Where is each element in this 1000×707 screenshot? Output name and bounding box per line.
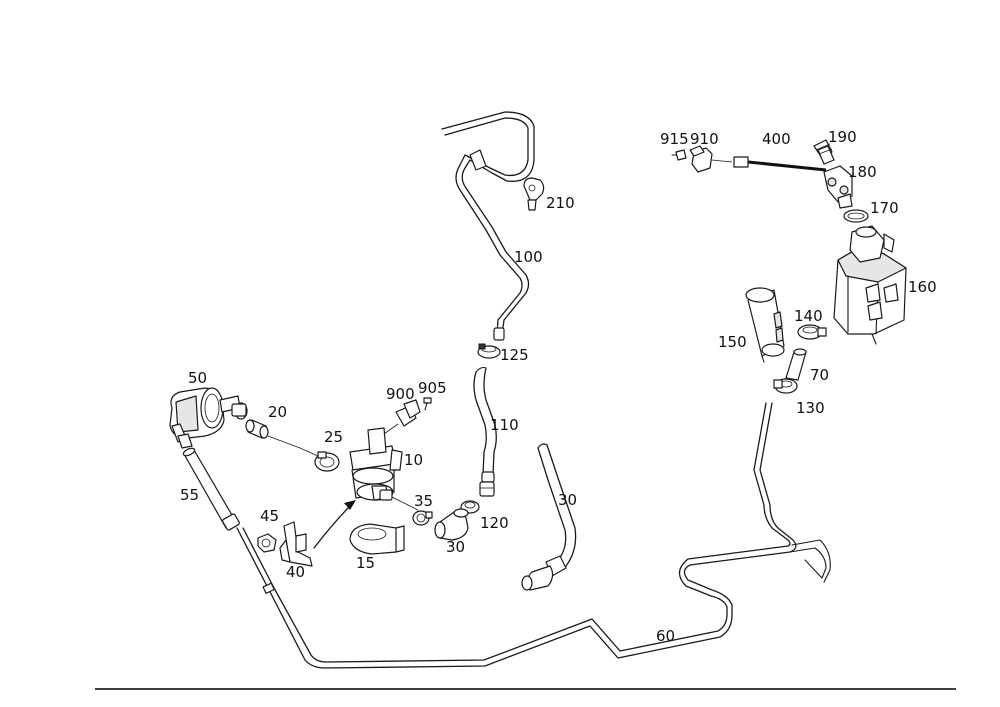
direction-arrow [313,500,356,549]
hose-30-long [521,443,577,591]
label-35: 35 [414,492,433,510]
label-915: 915 [660,130,689,148]
clamp-130 [773,378,798,394]
clamp-125 [477,343,501,359]
label-70: 70 [810,366,829,384]
clamp-25 [314,451,340,472]
label-180: 180 [848,163,877,181]
label-140: 140 [794,307,823,325]
label-130: 130 [796,399,825,417]
label-30-small: 30 [446,538,465,556]
filter-150 [745,287,785,363]
valve-180 [823,165,853,209]
nozzle-915 [671,149,687,161]
label-160: 160 [908,278,937,296]
label-210: 210 [546,194,575,212]
hose-100 [441,111,535,341]
clip-210 [523,177,545,211]
label-40: 40 [286,563,305,581]
connector-900 [383,399,421,435]
valve-910 [689,145,733,173]
label-910: 910 [690,130,719,148]
bracket-15 [349,523,405,555]
label-150: 150 [718,333,747,351]
label-125: 125 [500,346,529,364]
label-45: 45 [260,507,279,525]
hose-60 [236,402,831,669]
screw-905 [423,397,432,411]
ring-170 [843,209,869,223]
label-15: 15 [356,554,375,572]
canister-160 [833,225,907,345]
label-100: 100 [514,248,543,266]
hose-110 [473,366,497,497]
label-110: 110 [490,416,519,434]
label-190: 190 [828,128,857,146]
label-905: 905 [418,379,447,397]
label-25: 25 [324,428,343,446]
label-60: 60 [656,627,675,645]
label-30-long: 30 [558,491,577,509]
label-50: 50 [188,369,207,387]
label-170: 170 [870,199,899,217]
nut-45 [257,533,277,553]
hose-70 [785,348,807,381]
label-55: 55 [180,486,199,504]
sleeve-20 [245,419,319,457]
label-20: 20 [268,403,287,421]
plug-190 [813,139,835,165]
clamp-35 [412,510,433,526]
label-10: 10 [404,451,423,469]
elbow-30-small [434,508,469,541]
pump-10 [349,427,419,511]
pipe-55 [182,447,240,531]
clamp-140 [797,324,827,340]
line-400 [733,156,827,172]
label-400: 400 [762,130,791,148]
fuel-filter-50 [169,387,248,449]
label-120: 120 [480,514,509,532]
label-900: 900 [386,385,415,403]
bracket-40 [279,521,313,567]
